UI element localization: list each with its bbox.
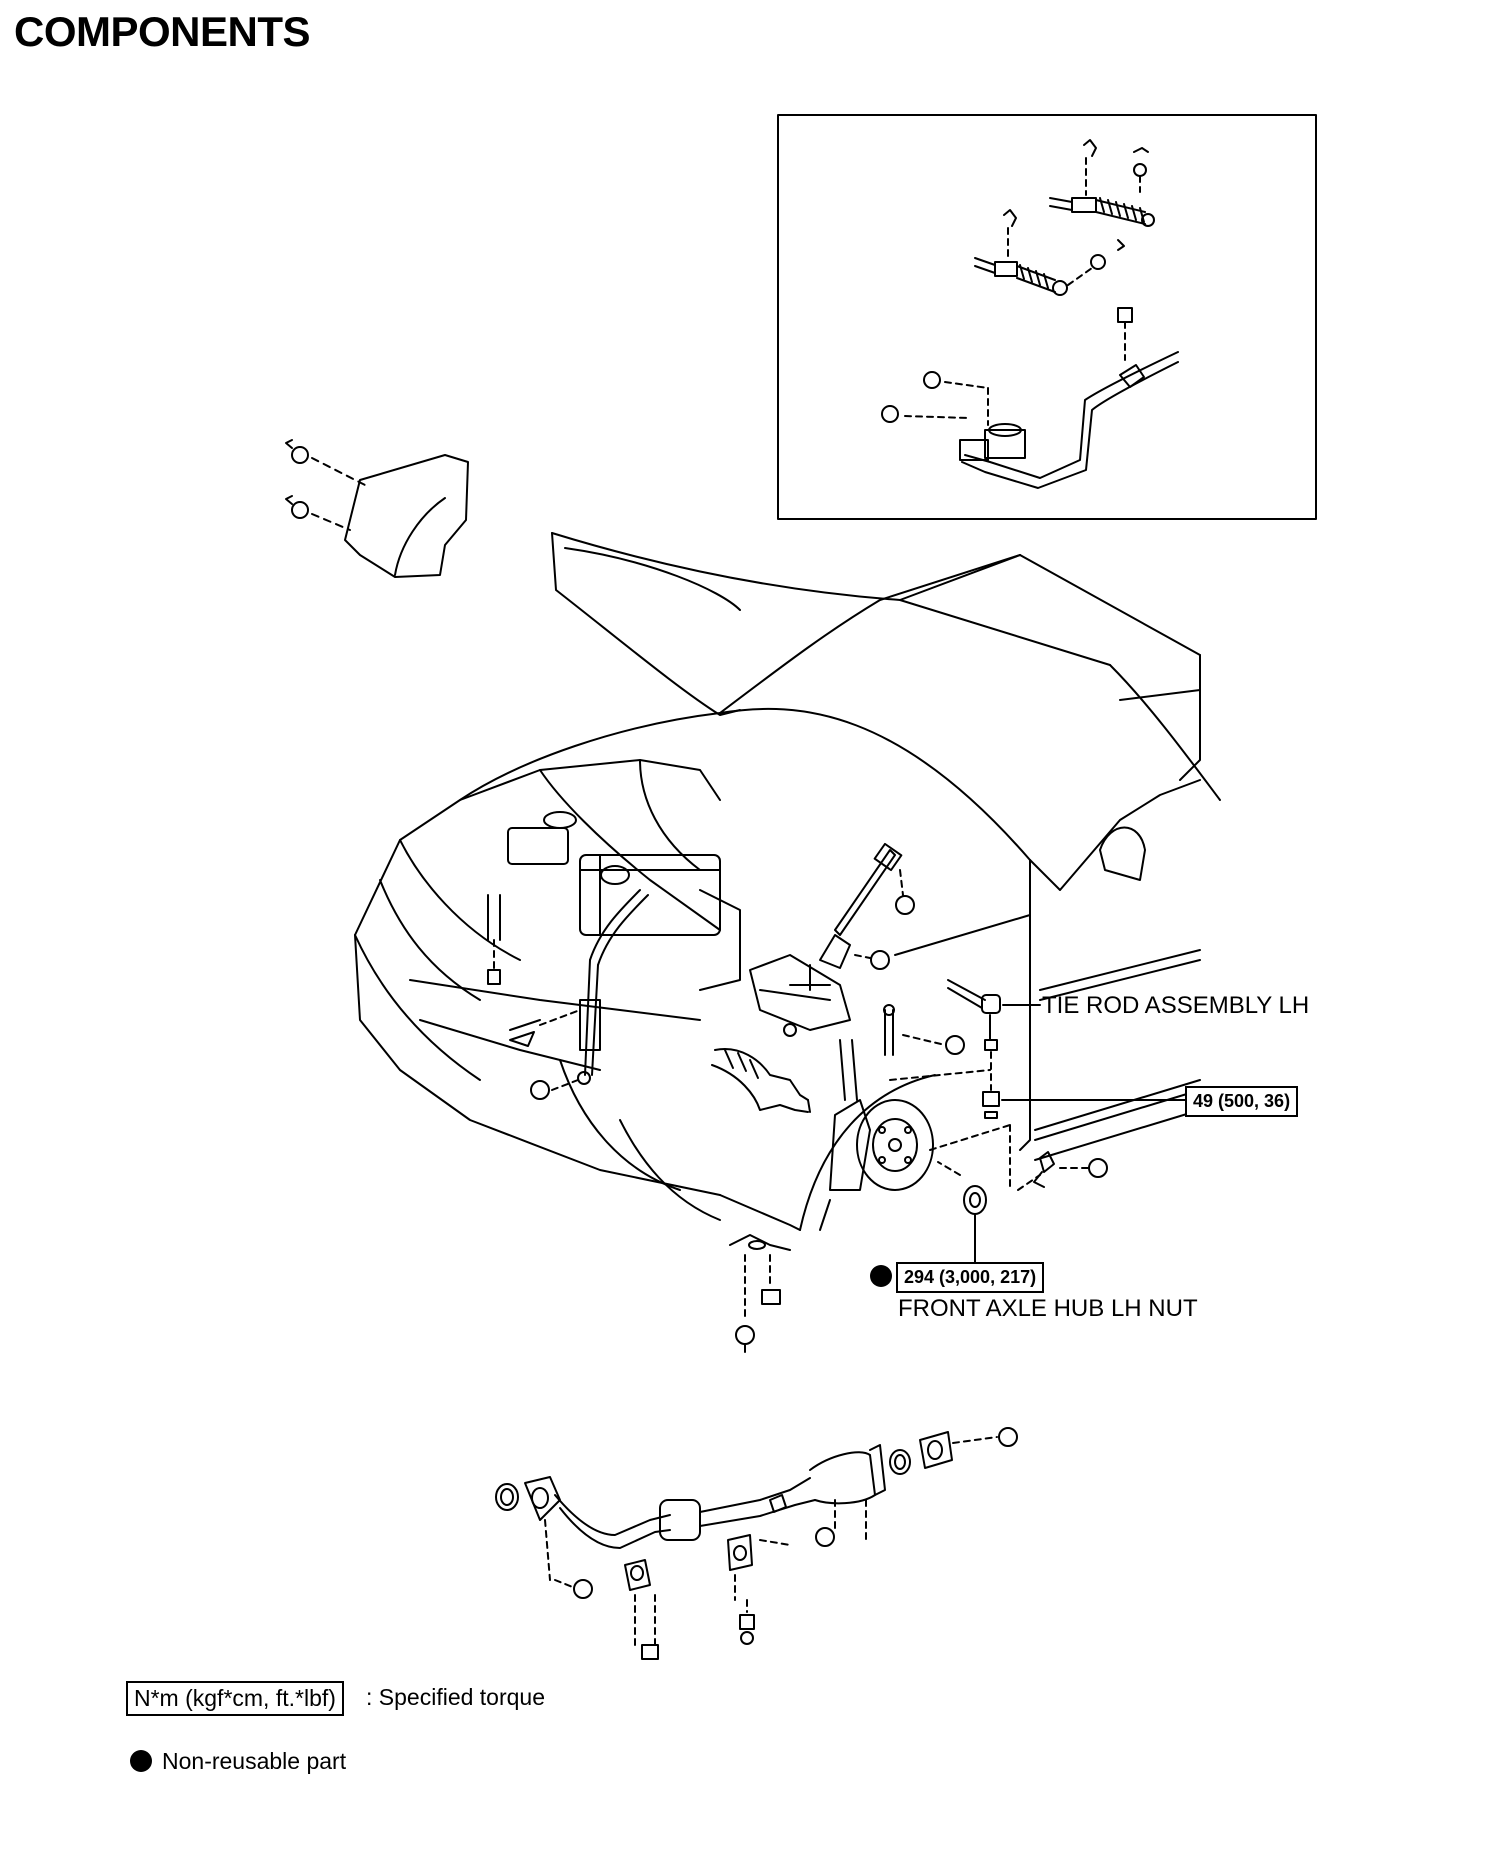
drive-shaft-and-hub (711, 1039, 1011, 1263)
shift-cable-end-lower (974, 209, 1125, 296)
inset-detail (777, 114, 1317, 520)
tie-rod-torque-spec: 49 (500, 36) (1185, 1086, 1299, 1117)
shift-lever-bracket (881, 307, 1179, 489)
exhaust-front-pipe (495, 1427, 1018, 1660)
shift-cable-routing (509, 889, 649, 1100)
non-reusable-marker-icon (870, 1265, 892, 1287)
legend-torque-units: N*m (kgf*cm, ft.*lbf) (126, 1681, 344, 1716)
front-axle-hub-nut-label: FRONT AXLE HUB LH NUT (898, 1295, 1198, 1322)
hub-nut-torque-spec: 294 (3,000, 217) (896, 1262, 1045, 1293)
stabilizer-link (883, 1004, 1108, 1191)
tie-rod-assembly (947, 979, 1186, 1119)
legend-torque-description: : Specified torque (366, 1684, 546, 1710)
steering-intermediate-shaft (749, 842, 1031, 1037)
lower-suspension-bracket (729, 1234, 791, 1353)
vehicle-body (354, 532, 1221, 1231)
legend-non-reusable-description: Non-reusable part (162, 1748, 347, 1774)
legend-non-reusable-icon (130, 1750, 152, 1772)
shift-cable-end-upper (1049, 139, 1155, 227)
page-title: COMPONENTS (14, 8, 311, 55)
tie-rod-assembly-label: TIE ROD ASSEMBLY LH (1042, 992, 1310, 1019)
engine-splash-shield (285, 439, 469, 578)
